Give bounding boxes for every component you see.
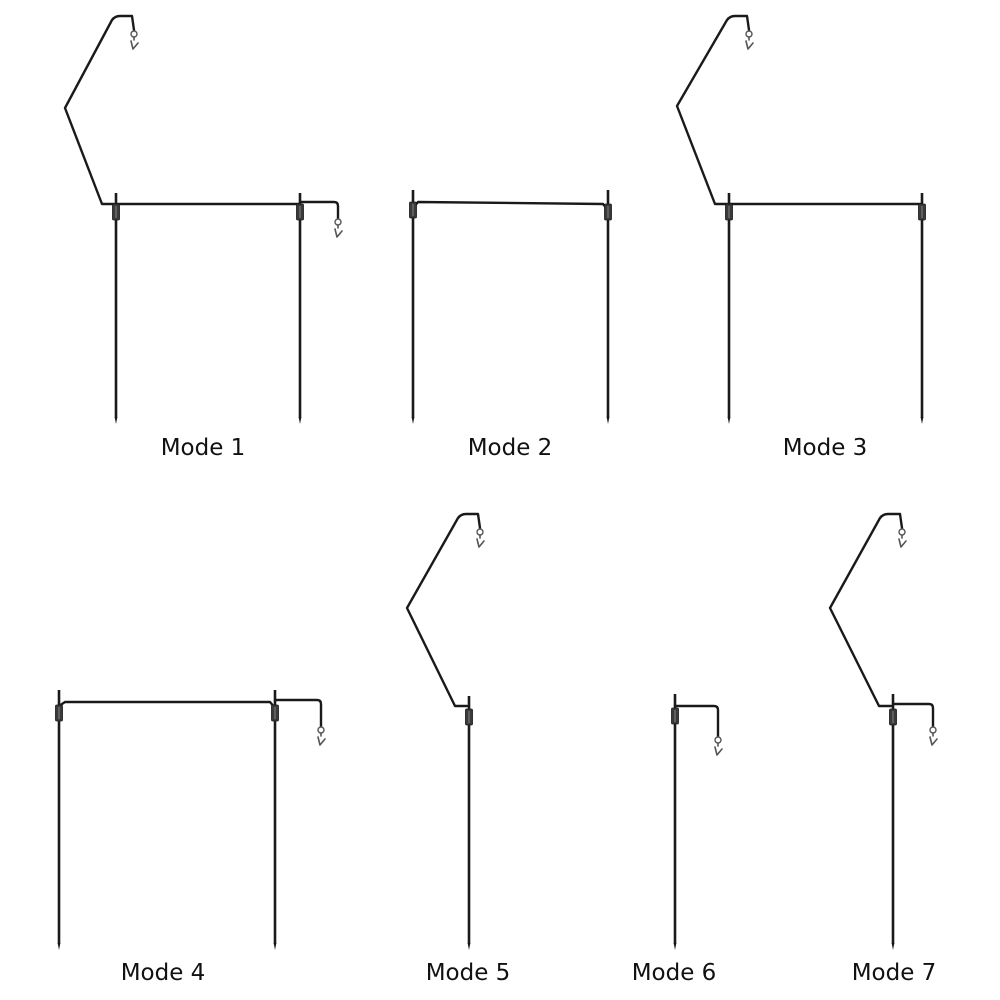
hook: [898, 534, 907, 548]
mode-4-label: Mode 4: [120, 960, 206, 986]
mode-4-figure: [55, 690, 326, 950]
stake-tip: [467, 943, 471, 950]
stake-tip: [411, 417, 415, 424]
mode-7-figure: [828, 512, 938, 950]
hook: [130, 36, 139, 50]
crossbar: [411, 200, 610, 212]
stake-tip: [891, 943, 895, 950]
mode-2-figure: [409, 190, 612, 424]
hook: [334, 224, 343, 238]
shepherd-arm: [63, 14, 136, 206]
mode-3-label: Mode 3: [782, 435, 868, 461]
mode-1-figure: [63, 14, 343, 424]
swivel-ring: [334, 218, 342, 226]
stake-tip: [114, 417, 118, 424]
stake-tip: [920, 417, 924, 424]
swivel-ring: [745, 30, 753, 38]
hook: [929, 732, 938, 746]
crossbar: [57, 700, 277, 710]
mode-5-label: Mode 5: [425, 960, 511, 986]
stake-tip: [273, 943, 277, 950]
mode-7-label: Mode 7: [851, 960, 937, 986]
mode-2-label: Mode 2: [467, 435, 553, 461]
side-arm: [891, 702, 935, 728]
mode-5-figure: [405, 512, 485, 950]
stake-tip: [673, 943, 677, 950]
shepherd-arm: [405, 512, 482, 708]
shepherd-arm: [675, 14, 751, 206]
stake-tip: [298, 417, 302, 424]
side-arm: [673, 704, 720, 738]
mode-1-label: Mode 1: [160, 435, 246, 461]
shepherd-arm: [828, 512, 904, 708]
swivel-ring: [317, 726, 325, 734]
swivel-ring: [476, 528, 484, 536]
hook: [317, 732, 326, 746]
swivel-ring: [130, 30, 138, 38]
hook: [745, 36, 754, 50]
swivel-ring: [714, 736, 722, 744]
hook: [714, 742, 723, 756]
stake-tip: [57, 943, 61, 950]
side-arm: [298, 200, 340, 220]
hook: [476, 534, 485, 548]
swivel-ring: [929, 726, 937, 734]
stake-tip: [727, 417, 731, 424]
swivel-ring: [898, 528, 906, 536]
mode-6-figure: [671, 694, 723, 950]
side-arm: [273, 698, 323, 728]
stake-tip: [606, 417, 610, 424]
mode-3-figure: [675, 14, 926, 424]
mode-6-label: Mode 6: [631, 960, 717, 986]
